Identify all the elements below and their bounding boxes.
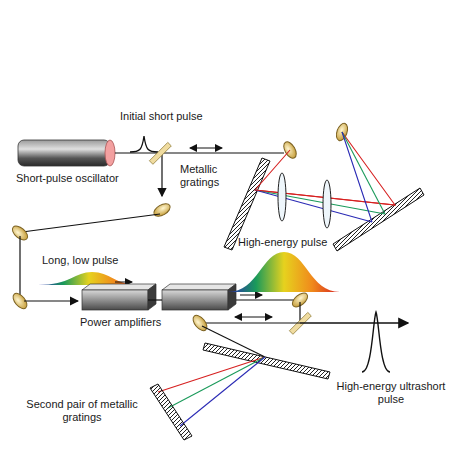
amplifier-label: Power amplifiers <box>80 316 200 329</box>
pulse-label: High-energy pulse <box>238 236 334 249</box>
grating-label: Metallic gratings <box>180 163 230 189</box>
pulse-label: Long, low pulse <box>42 254 152 267</box>
grating-label: Second pair of metallic gratings <box>26 398 138 424</box>
oscillator-label: Short-pulse oscillator <box>16 172 156 185</box>
pulse-label: Initial short pulse <box>120 110 230 123</box>
output-label: High-energy ultrashort pulse <box>336 380 446 406</box>
